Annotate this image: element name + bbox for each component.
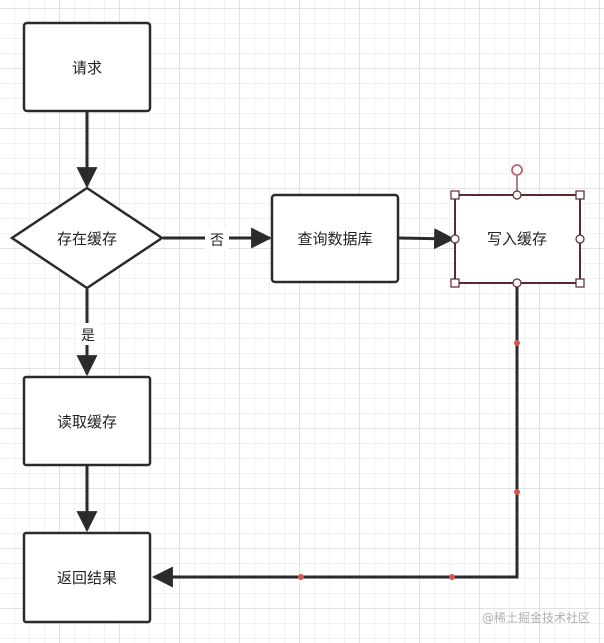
waypoint-dot[interactable] [514,489,520,495]
node-query-db[interactable]: 查询数据库 [270,193,400,284]
node-request-label: 请求 [72,59,102,77]
node-return-result-label: 返回结果 [57,569,117,587]
node-write-cache-label: 写入缓存 [487,230,547,248]
connection-point-left[interactable] [450,234,460,244]
edge-label-no: 否 [205,228,229,250]
waypoint-dot[interactable] [449,574,455,580]
waypoint-dot[interactable] [298,574,304,580]
node-write-cache[interactable]: 写入缓存 [454,194,581,284]
node-cache-exists-decision[interactable]: 存在缓存 [9,186,165,290]
edges [76,111,519,588]
watermark-text: @稀土掘金技术社区 [482,610,590,625]
resize-handle-top-right[interactable] [575,190,585,200]
edge-waypoints[interactable] [298,340,520,580]
selection-handles[interactable] [450,164,585,288]
node-return-result[interactable]: 返回结果 [22,531,152,624]
node-read-cache[interactable]: 读取缓存 [22,375,152,467]
edge-label-yes: 是 [77,323,99,345]
connection-point-top[interactable] [512,190,522,200]
resize-handle-top-left[interactable] [450,190,460,200]
node-request[interactable]: 请求 [22,21,152,113]
node-cache-exists-label: 存在缓存 [57,230,117,248]
resize-handle-bottom-left[interactable] [450,278,460,288]
resize-handle-bottom-right[interactable] [575,278,585,288]
edge-query-to-write[interactable] [397,228,456,250]
node-query-db-label: 查询数据库 [297,230,372,248]
node-read-cache-label: 读取缓存 [57,413,117,431]
connection-point-right[interactable] [575,234,585,244]
edge-label-yes-text: 是 [81,328,95,344]
rotate-handle[interactable] [511,164,523,176]
edge-label-no-text: 否 [210,233,224,249]
waypoint-dot[interactable] [514,340,520,346]
connection-point-bottom[interactable] [512,278,522,288]
edge-write-to-return[interactable] [151,283,519,588]
